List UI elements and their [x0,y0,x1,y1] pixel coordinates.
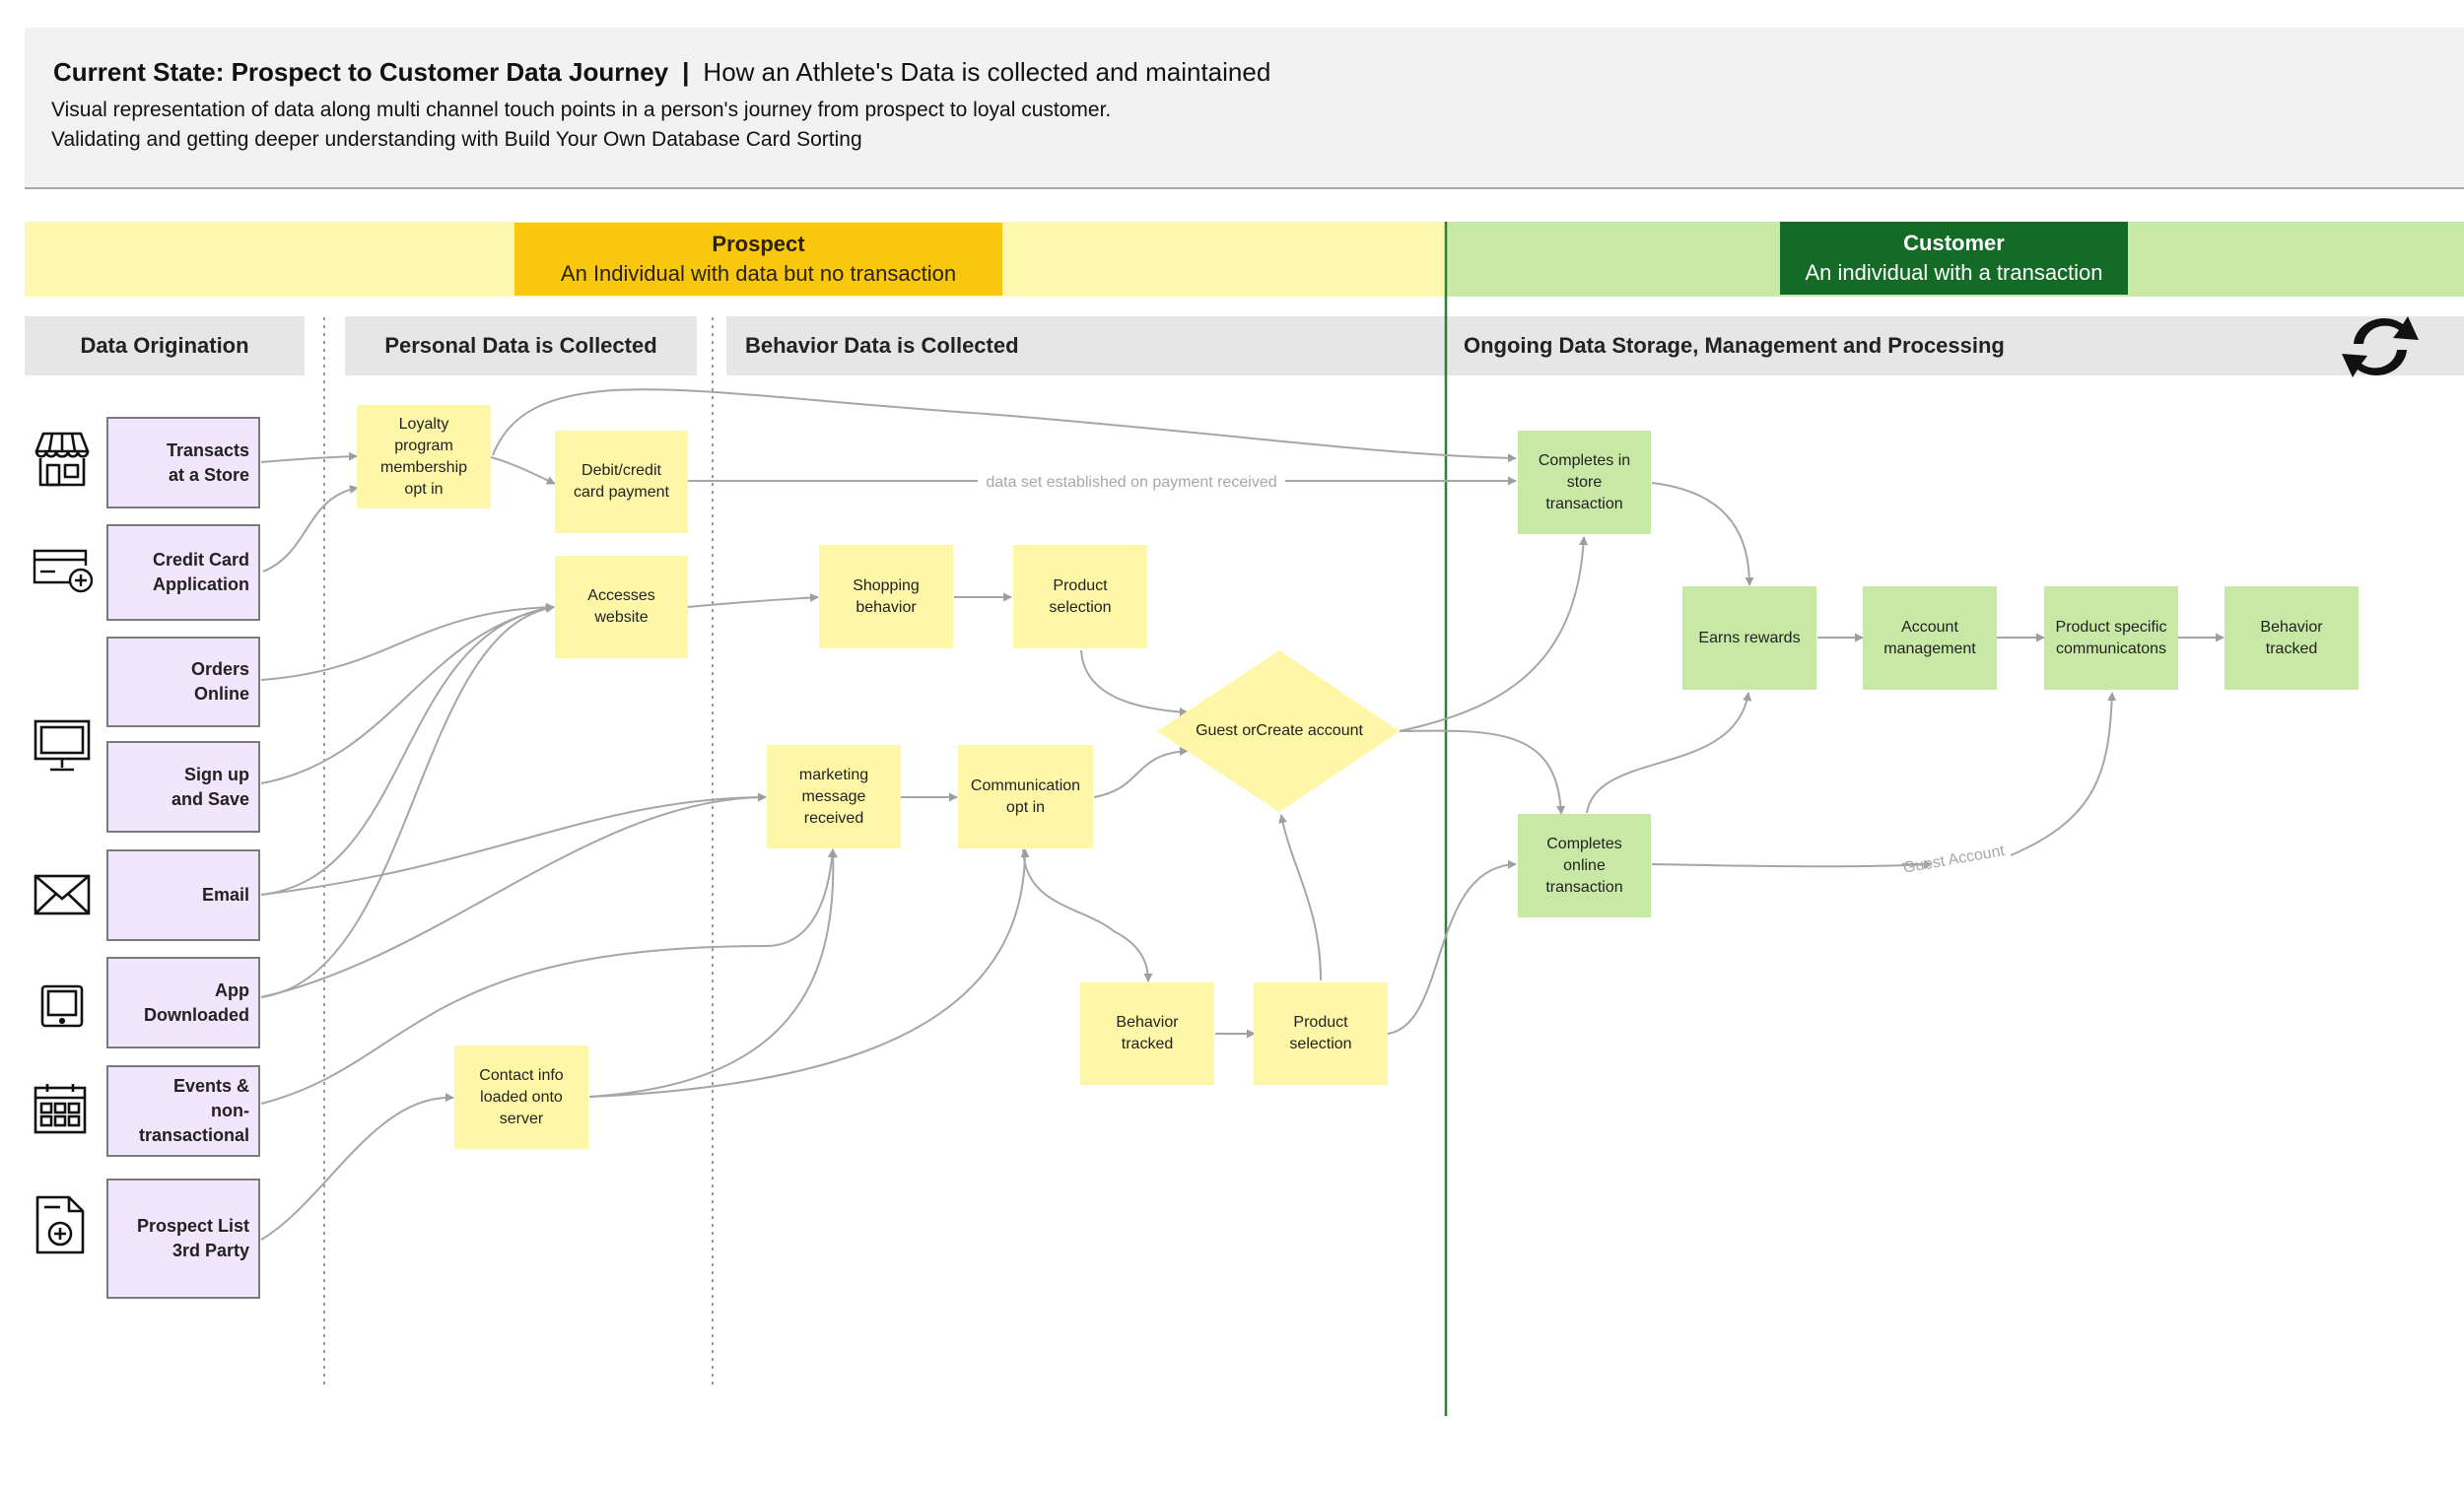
customer-stage-label: Customer An individual with a transactio… [1780,222,2128,295]
desktop-monitor-icon [33,718,92,774]
edge-orders-accesses [260,602,555,681]
storefront-icon [34,431,90,488]
lane-header-origination: Data Origination [25,316,305,375]
edge-app-marketing [260,792,767,998]
edge-store-loyalty [260,451,358,463]
edge-comm-behavior [1022,848,1153,982]
edge-label-payment: data set established on payment received [986,474,1276,491]
calendar-icon [33,1082,88,1135]
edge-online-rewards [1586,692,1752,814]
prospect-stage-subtitle: An Individual with data but no transacti… [560,261,957,286]
edge-email-accesses [260,603,555,896]
edge-productsel-guest [1080,649,1189,716]
prospect-stage-label: Prospect An Individual with data but no … [514,223,1002,296]
refresh-cycle-icon [2334,308,2427,385]
customer-stage-title: Customer [1903,231,2005,255]
edge-label-guest-account: Guest Account [1902,843,2007,877]
node-guest-or-create-account: Guest orCreate account [1196,722,1363,739]
description-line-2: Validating and getting deeper understand… [51,128,862,151]
credit-card-add-icon [32,548,95,593]
edge-loyalty-instore [492,388,1517,463]
prospect-stage-title: Prospect [712,232,805,256]
edge-credit-loyalty [262,485,359,573]
edge-app-accesses [260,603,555,998]
tablet-icon [39,983,85,1029]
edge-signup-accesses [260,604,555,784]
source-events: Events &non-transactional [106,1065,260,1157]
title-separator: | [682,57,690,87]
description-line-1: Visual representation of data along mult… [51,99,1112,121]
lane-dividers [323,222,1448,1416]
title-line: Current State: Prospect to Customer Data… [53,57,1270,88]
edge-comm-guest [1093,746,1189,798]
node-earns-rewards: Earns rewards [1682,586,1816,690]
customer-stage-subtitle: An individual with a transaction [1805,260,2103,285]
page-subtitle: How an Athlete's Data is collected and m… [703,57,1271,87]
edge-guest-online [1399,729,1566,815]
source-email: Email [106,849,260,941]
edge-contact-comm [588,848,1030,1098]
edge-email-marketing [260,792,767,896]
guest-decision-diamond [1157,650,1400,812]
edge-productsel-guest-up [1278,814,1322,981]
page-title: Current State: Prospect to Customer Data… [53,57,669,87]
envelope-icon [33,873,92,916]
document-add-icon [34,1194,86,1255]
edge-events-marketing [260,848,837,1105]
lane-header-personal: Personal Data is Collected [345,316,697,375]
edge-accesses-shopping [687,593,819,608]
edge-label-bg [978,469,1285,493]
edge-guest-instore [1399,536,1589,732]
lane-header-behavior: Behavior Data is Collected [726,316,1446,375]
edge-contact-marketing [588,848,838,1098]
edge-loyalty-debit [490,456,556,485]
lane-header-ongoing: Ongoing Data Storage, Management and Pro… [1446,316,2464,375]
edge-productsel-online [1387,859,1517,1035]
edge-instore-rewards [1651,482,1754,586]
edge-guestaccount-comms [2010,692,2117,856]
connector-lines [260,388,2224,1241]
header-panel: Current State: Prospect to Customer Data… [25,28,2464,189]
edge-online-guestaccount-a [1651,859,1933,869]
edge-prospectlist-contact [260,1093,454,1241]
